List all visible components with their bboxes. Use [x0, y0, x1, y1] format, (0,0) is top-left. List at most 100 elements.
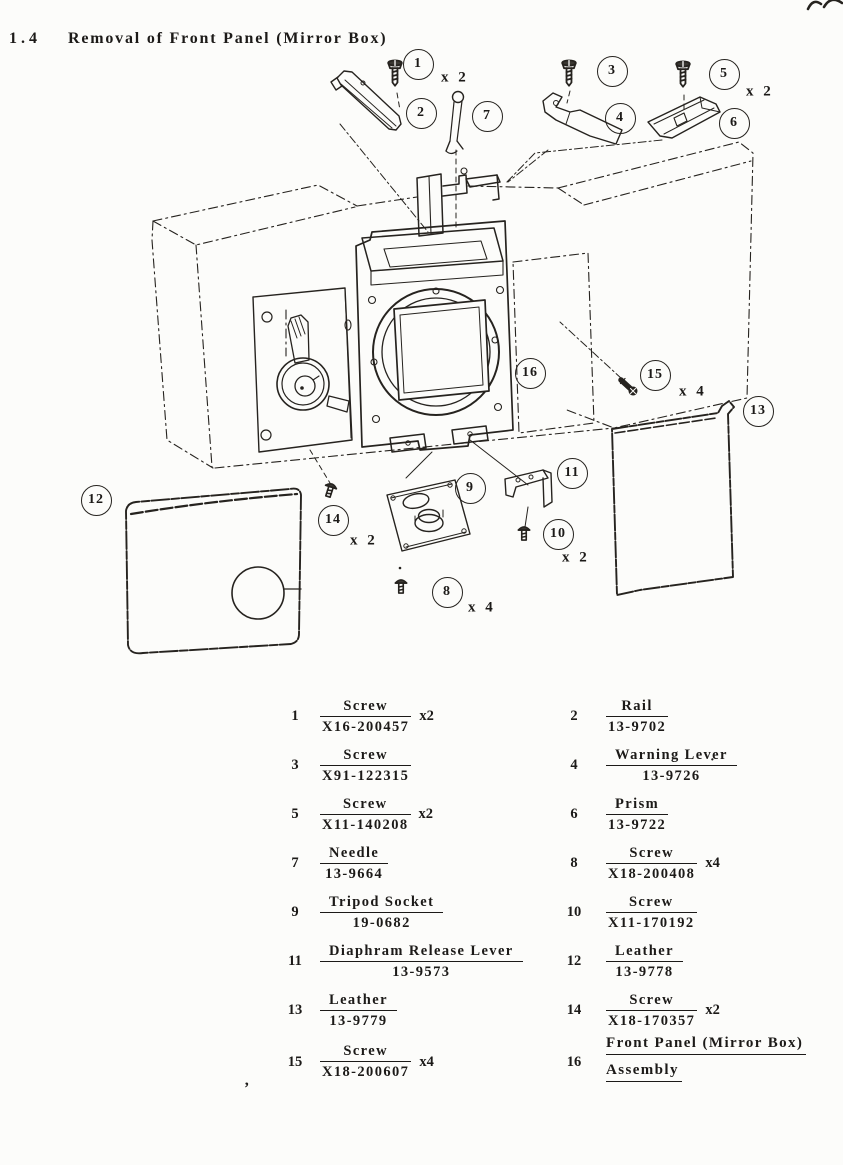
part-index-11: 11 [288, 953, 302, 969]
part-name: Leather [320, 992, 397, 1011]
part-number: X11-140208 [322, 816, 409, 833]
part-number: 13-9702 [608, 718, 667, 735]
callout-10-multiplier: x 2 [562, 549, 590, 566]
part-name: Screw [320, 747, 412, 766]
part-index-3: 3 [291, 757, 299, 773]
callout-1-multiplier: x 2 [441, 69, 469, 86]
callout-5: 5 [708, 58, 740, 90]
part-index-1: 1 [291, 708, 299, 724]
part-number: 13-9573 [392, 963, 451, 980]
part-name: Screw [606, 992, 698, 1011]
part-index-2: 2 [570, 708, 578, 724]
callout-3: 3 [596, 55, 628, 87]
part-quantity: x2 [419, 708, 434, 724]
callout-12: 12 [80, 484, 112, 516]
part-quantity: x4 [419, 1053, 434, 1070]
callout-1: 1 [402, 48, 434, 80]
part-name: Prism [606, 796, 669, 815]
camera-body-outline [151, 141, 754, 469]
part-index-13: 13 [287, 1002, 303, 1018]
part-name: Warning Lever [606, 747, 737, 766]
part-name: Screw [320, 796, 411, 815]
part-name-line2: Assembly [606, 1062, 682, 1082]
callout-14-multiplier: x 2 [350, 532, 378, 549]
part-number: 13-9726 [642, 767, 701, 784]
callout-11: 11 [556, 457, 588, 489]
part-index-9: 9 [291, 904, 299, 920]
callout-8-multiplier: x 4 [468, 599, 496, 616]
part-number: X18-200607 [322, 1064, 410, 1080]
part-name: Rail [606, 698, 669, 717]
part-name-16: Front Panel (Mirror Box)Assembly [606, 1035, 807, 1089]
part-number: 19-0682 [352, 914, 411, 931]
part-index-15: 15 [287, 1053, 303, 1070]
part-number: X11-170192 [608, 914, 695, 931]
section-heading: 1.4 Removal of Front Panel (Mirror Box) [9, 30, 387, 48]
part-name: Tripod Socket [320, 894, 444, 913]
stray-mark: · [710, 753, 715, 768]
part-name: Leather [606, 943, 683, 962]
part-number: 13-9779 [329, 1012, 388, 1029]
part-index-16: 16 [566, 1053, 582, 1070]
handwritten-mark [806, 0, 843, 11]
part-index-5: 5 [291, 806, 299, 822]
callout-13: 13 [742, 395, 774, 427]
part-quantity: x4 [705, 855, 720, 871]
page-title: Removal of Front Panel (Mirror Box) [68, 30, 388, 47]
part-number: X16-200457 [322, 718, 410, 735]
leather-left-part [125, 487, 302, 655]
callout-8: 8 [431, 576, 463, 608]
screw-15-icon [618, 377, 638, 396]
callout-15-multiplier: x 4 [679, 383, 707, 400]
part-name: Needle [320, 845, 389, 864]
leather-right-part [611, 400, 735, 596]
part-name: Diaphram Release Lever [320, 943, 523, 962]
part-index-14: 14 [566, 1002, 582, 1018]
part-index-7: 7 [291, 855, 299, 871]
part-number: X91-122315 [322, 767, 410, 784]
callout-15: 15 [639, 359, 671, 391]
needle-part [445, 90, 465, 155]
part-index-6: 6 [570, 806, 578, 822]
callout-16: 16 [514, 357, 546, 389]
screw-icons [321, 59, 691, 594]
part-name: Screw [320, 698, 412, 717]
part-number: 13-9778 [615, 963, 674, 980]
part-number: X18-170357 [608, 1012, 696, 1029]
prism-part [647, 96, 721, 139]
callout-2: 2 [405, 97, 437, 129]
part-name: Screw [320, 1043, 412, 1062]
warning-lever-part [542, 92, 623, 145]
part-name: Screw [606, 894, 697, 913]
mirror-box-assembly [252, 167, 514, 453]
callout-9: 9 [454, 472, 486, 504]
rail-part [330, 70, 402, 131]
